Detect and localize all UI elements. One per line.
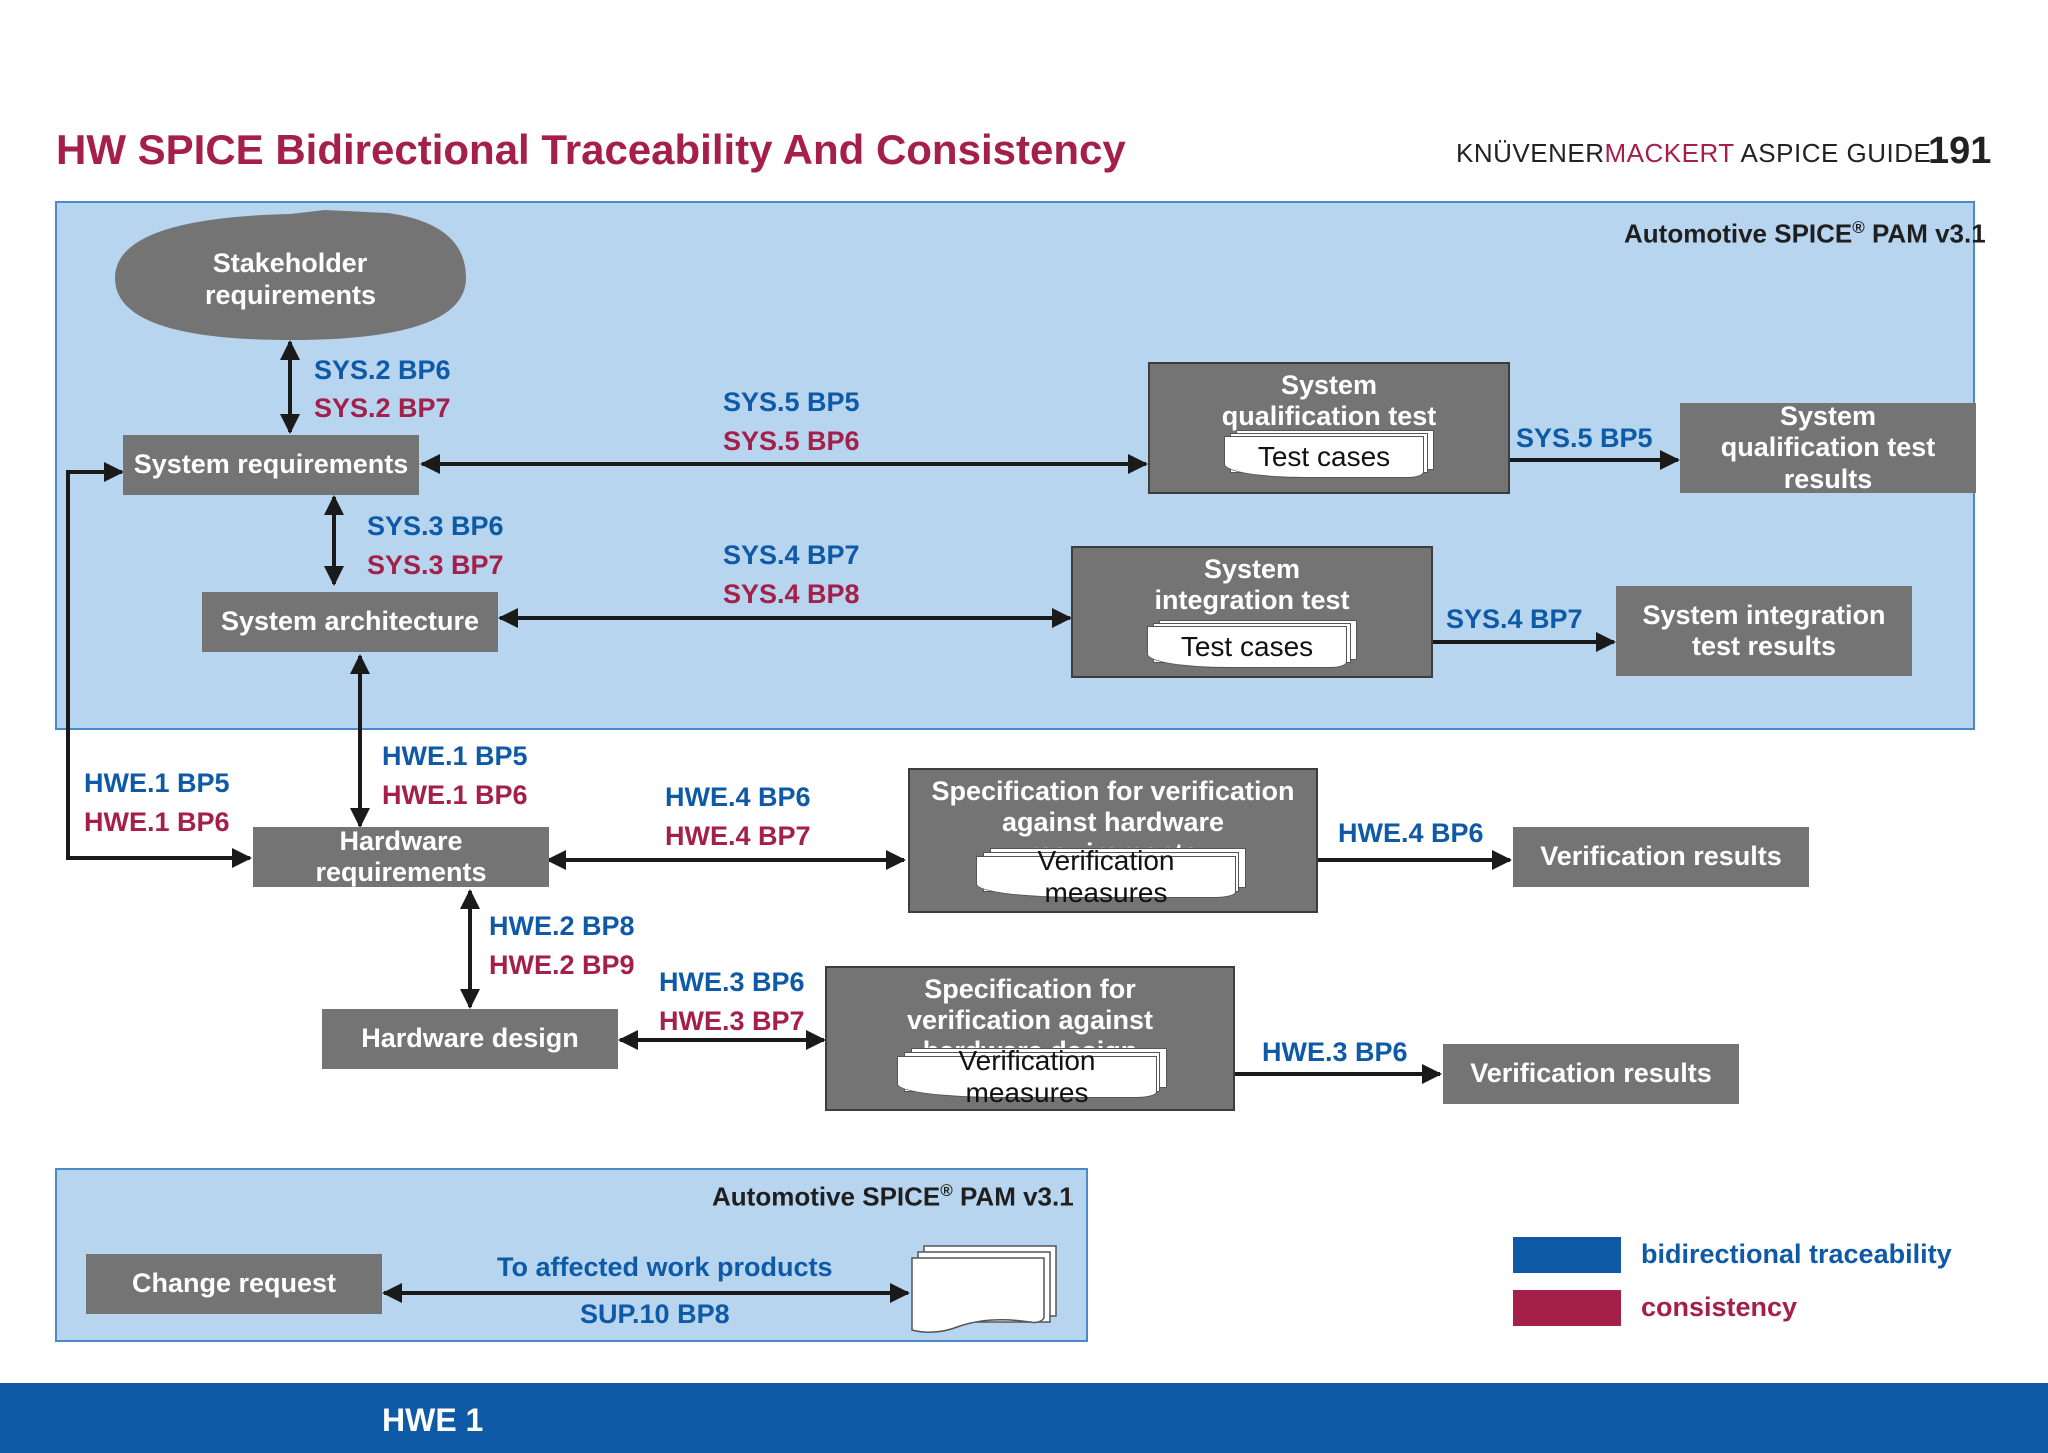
system-integration-spec-box: System integration test specification Te… bbox=[1071, 546, 1433, 678]
pam-label-bottom: Automotive SPICE® PAM v3.1 bbox=[712, 1181, 1074, 1212]
verification-results-box-1: Verification results bbox=[1513, 827, 1809, 887]
label-hwe1-bp6-mid: HWE.1 BP6 bbox=[382, 780, 528, 810]
brand-part-2: MACKERT bbox=[1604, 138, 1735, 168]
change-request-box: Change request bbox=[86, 1254, 382, 1314]
verification-measures-doc-2: Verification measures bbox=[897, 1045, 1167, 1108]
brand-part-1: KNÜVENER bbox=[1456, 138, 1605, 168]
footer-bar bbox=[0, 1383, 2048, 1453]
label-hwe2-bp8: HWE.2 BP8 bbox=[489, 911, 635, 941]
page-title: HW SPICE Bidirectional Traceability And … bbox=[56, 126, 1126, 173]
label-sys3-bp6: SYS.3 BP6 bbox=[367, 511, 504, 541]
label-sys5-bp6: SYS.5 BP6 bbox=[723, 426, 860, 456]
label-sup10-bp8: SUP.10 BP8 bbox=[580, 1299, 730, 1329]
label-hwe4-bp7: HWE.4 BP7 bbox=[665, 821, 811, 851]
test-cases-doc-qual: Test cases bbox=[1224, 430, 1434, 478]
system-qualification-results-box: System qualification test results bbox=[1680, 401, 1976, 494]
pam-label-top: Automotive SPICE® PAM v3.1 bbox=[1624, 218, 1986, 249]
stakeholder-requirements-label: Stakeholder requirements bbox=[205, 248, 377, 310]
label-sys3-bp7: SYS.3 BP7 bbox=[367, 550, 504, 580]
page-number: 191 bbox=[1928, 130, 1992, 172]
test-cases-label: Test cases bbox=[1147, 626, 1347, 668]
test-cases-label: Test cases bbox=[1224, 436, 1424, 478]
verification-measures-label: Verification measures bbox=[976, 845, 1236, 908]
work-products-icon bbox=[911, 1245, 1057, 1333]
label-hwe3-bp6-mid: HWE.3 BP6 bbox=[659, 967, 805, 997]
label-hwe2-bp9: HWE.2 BP9 bbox=[489, 950, 635, 980]
legend-traceability-label: bidirectional traceability bbox=[1641, 1239, 1952, 1269]
label-sys4-bp7-right: SYS.4 BP7 bbox=[1446, 604, 1583, 634]
label-hwe3-bp7: HWE.3 BP7 bbox=[659, 1006, 805, 1036]
system-architecture-box: System architecture bbox=[202, 592, 498, 652]
label-sys4-bp7-top: SYS.4 BP7 bbox=[723, 540, 860, 570]
label-sys5-bp5-top: SYS.5 BP5 bbox=[723, 387, 860, 417]
label-hwe4-bp6-mid: HWE.4 BP6 bbox=[665, 782, 811, 812]
label-sys4-bp8: SYS.4 BP8 bbox=[723, 579, 860, 609]
footer-section-label: HWE 1 bbox=[382, 1402, 484, 1438]
stakeholder-ellipse bbox=[115, 210, 466, 340]
verification-measures-label: Verification measures bbox=[897, 1045, 1157, 1108]
system-integration-results-box: System integration test results bbox=[1616, 586, 1912, 676]
spec-verification-hw-requirements-box: Specification for verification against h… bbox=[908, 768, 1318, 913]
legend-swatch-consistency bbox=[1513, 1290, 1621, 1326]
label-hwe1-bp5-mid: HWE.1 BP5 bbox=[382, 741, 528, 771]
label-hwe3-bp6-right: HWE.3 BP6 bbox=[1262, 1037, 1408, 1067]
verification-measures-doc-1: Verification measures bbox=[976, 845, 1246, 908]
brand-logo: KNÜVENERMACKERT ASPICE GUIDE bbox=[1456, 138, 1931, 169]
spec-verification-hw-design-box: Specification for verification against h… bbox=[825, 966, 1235, 1111]
brand-part-3: ASPICE GUIDE bbox=[1734, 138, 1932, 168]
system-qualification-spec-box: System qualification test specification … bbox=[1148, 362, 1510, 494]
system-requirements-box: System requirements bbox=[123, 435, 419, 495]
legend-consistency-label: consistency bbox=[1641, 1292, 1798, 1322]
hardware-requirements-box: Hardware requirements bbox=[253, 826, 549, 887]
legend-swatch-traceability bbox=[1513, 1237, 1621, 1273]
label-hwe1-bp5-left: HWE.1 BP5 bbox=[84, 768, 230, 798]
label-sys5-bp5-right: SYS.5 BP5 bbox=[1516, 423, 1653, 453]
label-sys2-bp7: SYS.2 BP7 bbox=[314, 393, 451, 423]
label-hwe4-bp6-right: HWE.4 BP6 bbox=[1338, 818, 1484, 848]
label-sys2-bp6: SYS.2 BP6 bbox=[314, 355, 451, 385]
label-to-affected-work-products: To affected work products bbox=[497, 1252, 833, 1282]
verification-results-box-2: Verification results bbox=[1443, 1044, 1739, 1104]
hardware-design-box: Hardware design bbox=[322, 1009, 618, 1069]
test-cases-doc-int: Test cases bbox=[1147, 620, 1357, 668]
arrow-sysreq-hwreq-loop bbox=[66, 462, 252, 868]
label-hwe1-bp6-left: HWE.1 BP6 bbox=[84, 807, 230, 837]
